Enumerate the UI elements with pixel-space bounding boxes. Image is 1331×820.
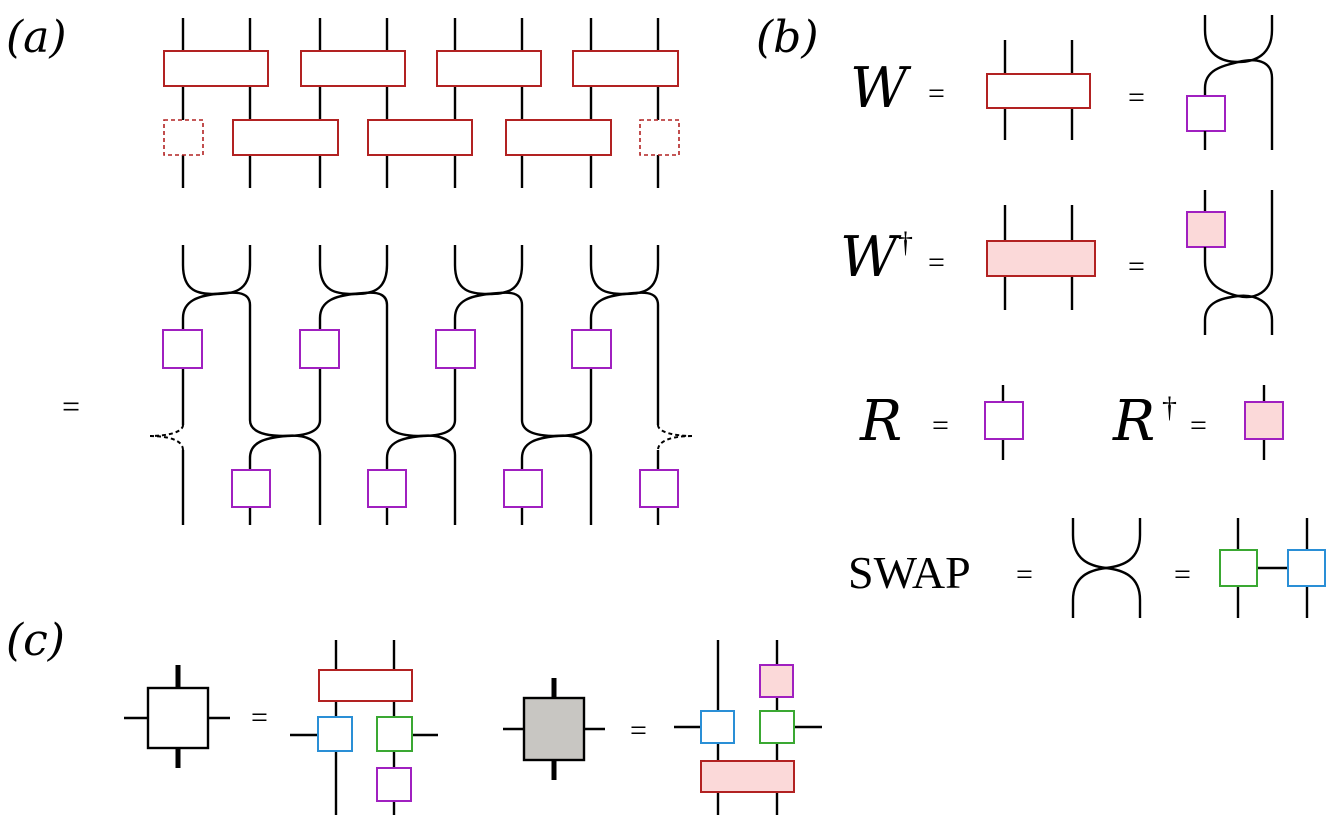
r-gate xyxy=(376,767,412,802)
w-gates-top-row xyxy=(163,50,679,87)
r-symbol: R xyxy=(859,389,902,454)
equals-sign: = xyxy=(1190,409,1207,442)
grey-tensor-definition: = xyxy=(503,640,822,815)
panel-label-c: (c) xyxy=(6,615,65,666)
w-gate xyxy=(318,669,413,702)
equals-sign: = xyxy=(928,246,945,279)
equals-sign: = xyxy=(62,388,80,424)
w-gate xyxy=(232,119,339,156)
r-gate xyxy=(503,469,543,508)
w-gates-bottom-row xyxy=(163,119,680,156)
boundary-gate-dashed xyxy=(163,119,204,156)
w-dagger-gate xyxy=(986,240,1096,277)
r-gate xyxy=(367,469,407,508)
w-dagger-symbol: W xyxy=(840,225,902,290)
panel-label-a: (a) xyxy=(6,12,67,63)
r-dagger-gate xyxy=(1186,211,1226,248)
equals-sign: = xyxy=(630,714,647,747)
w-gate xyxy=(505,119,612,156)
w-gate xyxy=(163,50,269,87)
decomposed-circuit xyxy=(149,245,693,525)
r-gate xyxy=(231,469,271,508)
swap-left-tensor xyxy=(759,710,795,744)
equals-sign: = xyxy=(1128,250,1145,283)
r-gate xyxy=(639,469,679,508)
r-gate xyxy=(571,329,612,369)
white-tensor xyxy=(146,686,210,750)
swap-right-tensor xyxy=(317,716,353,752)
w-gate xyxy=(986,73,1091,109)
w-gate xyxy=(300,50,406,87)
r-gate xyxy=(162,329,203,369)
w-gate xyxy=(367,119,473,156)
r-gate xyxy=(299,329,340,369)
w-dagger-gate xyxy=(700,760,795,793)
r-definition: R = xyxy=(859,385,1024,460)
r-gates-upper xyxy=(162,329,612,369)
swap-right-tensor xyxy=(700,710,735,744)
r-dagger-symbol: R xyxy=(1112,389,1155,454)
white-tensor-definition: = xyxy=(124,640,438,815)
r-gates-lower xyxy=(231,469,679,508)
brickwall-circuit xyxy=(163,18,680,188)
swap-definition: SWAP = = xyxy=(848,518,1326,618)
w-gate xyxy=(436,50,542,87)
upper-swaps xyxy=(181,245,660,420)
lower-swaps xyxy=(248,368,593,525)
w-symbol: W xyxy=(850,56,912,121)
r-gate xyxy=(435,329,476,369)
r-gate xyxy=(1186,95,1226,132)
swap-left-tensor xyxy=(376,716,413,752)
equals-sign: = xyxy=(1016,558,1033,591)
panel-label-b: (b) xyxy=(756,12,819,63)
equals-sign: = xyxy=(1174,558,1191,591)
w-dagger-definition: W † = = xyxy=(840,190,1274,335)
dagger-mark: † xyxy=(898,226,913,259)
equals-sign: = xyxy=(251,701,268,734)
dagger-mark: † xyxy=(1162,391,1177,424)
r-gate xyxy=(984,401,1024,440)
swap-left-tensor xyxy=(1219,549,1258,587)
swap-right-tensor xyxy=(1287,549,1326,587)
w-definition: W = = xyxy=(850,15,1274,150)
equals-sign: = xyxy=(1128,81,1145,114)
r-dagger-definition: R † = xyxy=(1112,385,1284,460)
circuit-wires xyxy=(181,18,660,188)
equals-sign: = xyxy=(928,77,945,110)
swap-label: SWAP xyxy=(848,547,971,598)
equals-sign: = xyxy=(932,409,949,442)
r-dagger-gate xyxy=(759,664,794,698)
w-gate xyxy=(572,50,679,87)
grey-tensor xyxy=(522,696,586,762)
boundary-gate-dashed xyxy=(639,119,680,156)
boundary-wires xyxy=(149,368,693,525)
r-dagger-gate xyxy=(1244,401,1284,440)
